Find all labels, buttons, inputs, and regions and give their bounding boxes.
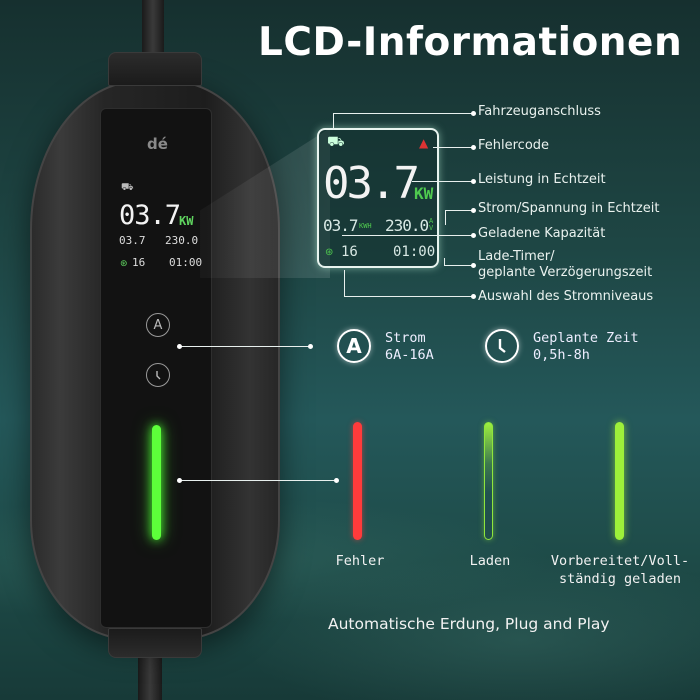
led-state-error-label: Fehler	[335, 553, 385, 569]
callout-realtime-power: Leistung in Echtzeit	[478, 172, 606, 187]
device-lcd: ⛟ 03.7 KW 03.7 230.0 ⊛ 16 01:00	[115, 178, 203, 278]
current-select-button[interactable]: A	[146, 313, 170, 337]
device-energy-value: 03.7	[119, 234, 146, 247]
device-timer: 01:00	[169, 256, 203, 269]
device-power-unit: KW	[179, 214, 194, 228]
callout-current-level-selection: Auswahl des Stromniveaus	[478, 289, 654, 304]
clock-icon	[156, 371, 161, 380]
callout-charged-capacity: Geladene Kapazität	[478, 226, 606, 241]
feature-scheduled-time: Geplante Zeit 0,5h-8h	[533, 330, 639, 363]
current-level-icon: ⊛	[325, 247, 334, 258]
cable-strain-relief-bottom	[108, 628, 202, 658]
lcd-energy-unit: KWH	[359, 222, 372, 230]
led-state-ready	[615, 422, 624, 540]
led-state-ready-label: Vorbereitet/Voll- ständig geladen	[550, 553, 690, 587]
callout-vehicle-connection: Fahrzeuganschluss	[478, 104, 601, 119]
led-state-error	[353, 422, 362, 540]
cable-strain-relief-top	[108, 52, 202, 86]
device-power-value: 03.7	[119, 200, 181, 231]
led-state-charging	[484, 422, 493, 540]
callout-charge-timer: Lade-Timer/ geplante Verzögerungszeit	[478, 249, 653, 280]
charging-cable-top	[142, 0, 164, 64]
brand-logo: dé	[147, 135, 168, 153]
ampere-icon: A	[337, 329, 371, 363]
clock-icon	[485, 329, 519, 363]
current-level-icon: ⊛	[120, 259, 128, 269]
timer-button[interactable]	[146, 363, 170, 387]
callout-error-code: Fehlercode	[478, 138, 550, 153]
car-connection-icon: ⛟	[327, 134, 345, 150]
lcd-power-value: 03.7	[323, 158, 420, 209]
lcd-power-unit: KW	[414, 184, 434, 203]
car-connection-icon: ⛟	[121, 182, 134, 193]
footer-tagline: Automatische Erdung, Plug and Play	[328, 615, 610, 633]
charging-cable-bottom	[138, 650, 162, 700]
device-current-level: 16	[132, 256, 146, 269]
ampere-icon: A	[153, 317, 163, 333]
error-warning-icon: ▲	[419, 136, 429, 150]
lcd-voltage-value: 230.0	[385, 216, 429, 235]
lcd-current-level: 16	[341, 244, 358, 260]
led-state-charging-label: Laden	[469, 553, 511, 569]
callout-realtime-current-voltage: Strom/Spannung in Echtzeit	[478, 201, 660, 216]
page-title: LCD-Informationen	[258, 20, 683, 65]
status-led-bar	[152, 425, 161, 540]
lcd-energy-value: 03.7	[323, 216, 359, 235]
feature-current: Strom 6A-16A	[385, 330, 434, 363]
lcd-timer: 01:00	[393, 244, 436, 260]
device-voltage-value: 230.0	[165, 234, 199, 247]
